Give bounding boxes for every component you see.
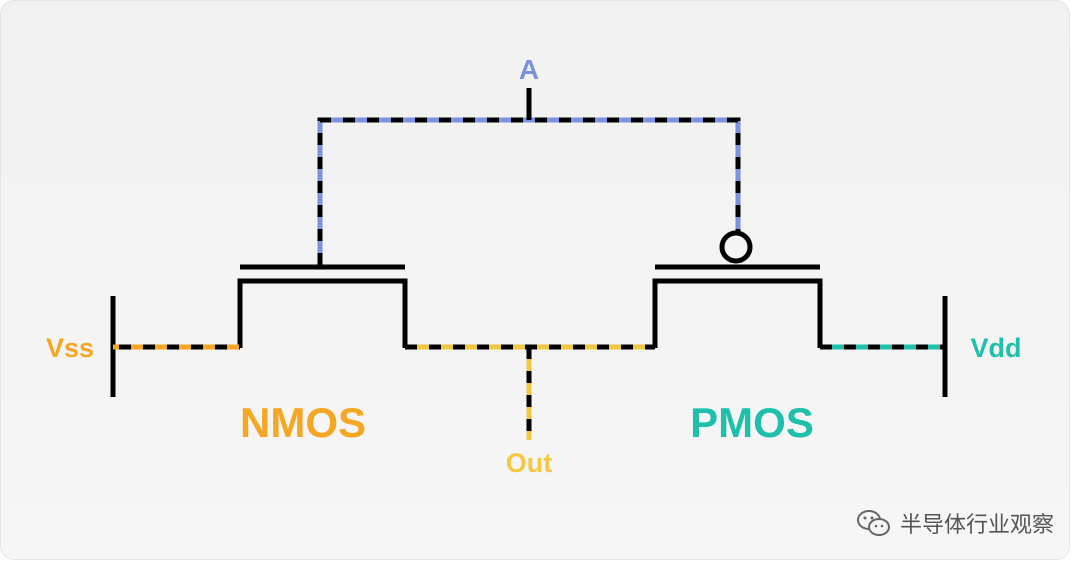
input-wire	[317, 117, 741, 265]
pmos-transistor	[652, 230, 823, 348]
watermark: 半导体行业观察	[856, 507, 1054, 539]
vss-label: Vss	[46, 333, 94, 363]
vdd-label: Vdd	[971, 333, 1022, 363]
nmos-channel	[237, 278, 408, 348]
nmos-transistor	[237, 264, 408, 348]
pmos-label: PMOS	[690, 399, 814, 446]
wechat-icon	[856, 508, 892, 538]
pmos-channel	[652, 278, 823, 348]
output-wire	[405, 344, 655, 440]
diagram-card	[0, 0, 1070, 560]
input-label: A	[519, 54, 539, 85]
nmos-label: NMOS	[240, 399, 366, 446]
pmos-inversion-bubble	[719, 230, 753, 264]
output-label: Out	[506, 448, 553, 478]
watermark-text: 半导体行业观察	[899, 513, 1054, 538]
